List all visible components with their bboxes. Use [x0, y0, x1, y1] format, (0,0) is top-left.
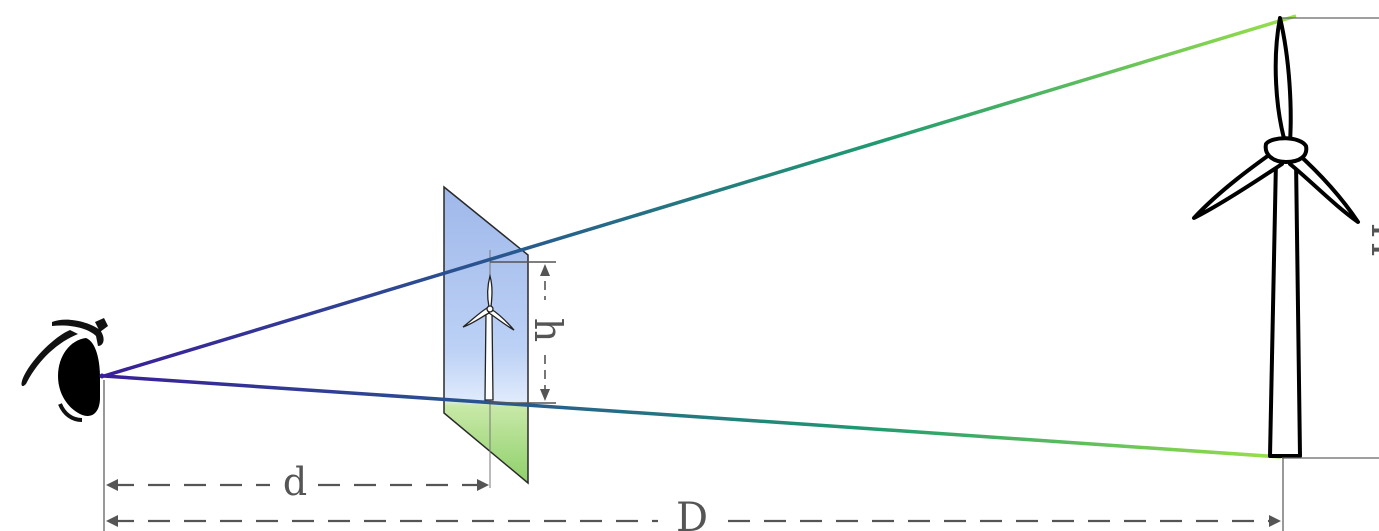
distance-d-dimension — [103, 380, 489, 531]
distance-D-dimension — [106, 458, 1284, 531]
distance-D-label: D — [676, 495, 708, 531]
bottom-ray — [103, 374, 1282, 459]
projected-turbine-icon — [462, 273, 515, 401]
height-h-dimension — [490, 261, 556, 404]
eye-icon — [21, 318, 108, 422]
distance-d-label: d — [283, 460, 307, 504]
height-H-dimension — [1282, 17, 1379, 459]
top-ray — [103, 14, 1297, 378]
height-H-label: H — [1362, 223, 1379, 258]
wind-turbine-icon — [1192, 16, 1360, 458]
height-h-label: h — [526, 318, 570, 342]
